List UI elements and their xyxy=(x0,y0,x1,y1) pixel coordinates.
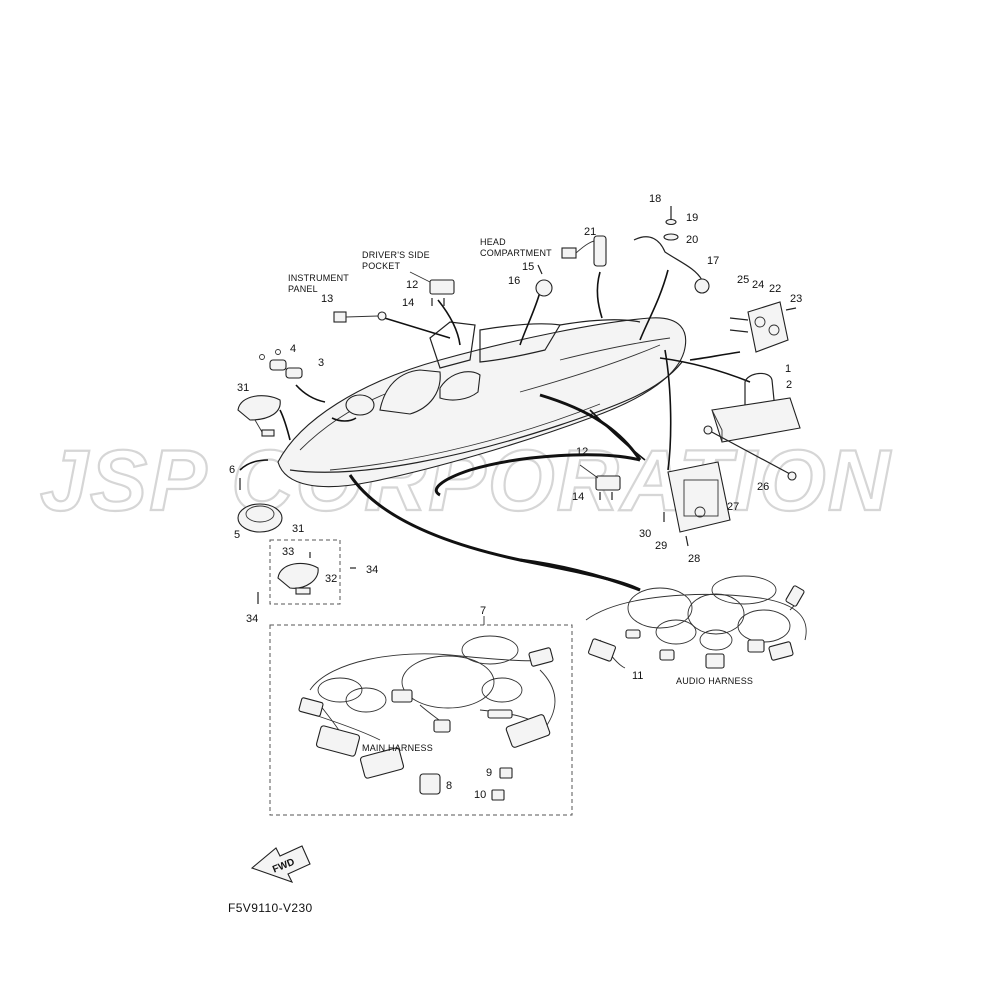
callout-33: 33 xyxy=(282,546,294,558)
callout-21: 21 xyxy=(584,226,596,238)
callout-27: 27 xyxy=(727,501,739,513)
leader-lines xyxy=(239,269,751,471)
callout-15: 15 xyxy=(522,261,534,273)
drivers-side-pocket-label-2: POCKET xyxy=(362,261,401,271)
boat-hull xyxy=(277,317,687,488)
callout-numbers: 1 2 3 4 5 6 7 8 9 10 11 12 12 13 14 14 1… xyxy=(229,193,802,801)
callout-13: 13 xyxy=(321,293,333,305)
instrument-panel-label-1: INSTRUMENT xyxy=(288,273,349,283)
callout-12-lower: 12 xyxy=(576,446,588,458)
audio-harness xyxy=(585,575,807,669)
diagram-code: F5V9110-V230 xyxy=(228,901,313,915)
callout-28: 28 xyxy=(688,553,700,565)
callout-11: 11 xyxy=(632,670,643,682)
callout-2: 2 xyxy=(786,379,792,391)
callout-1: 1 xyxy=(785,363,791,375)
callout-31-upper: 31 xyxy=(237,382,249,394)
callout-20: 20 xyxy=(686,234,698,246)
main-harness-box xyxy=(269,616,573,816)
audio-harness-label: AUDIO HARNESS xyxy=(676,676,753,686)
callout-5: 5 xyxy=(234,529,240,541)
callout-9: 9 xyxy=(486,767,492,779)
callout-8: 8 xyxy=(446,780,452,792)
head-compartment-label-2: COMPARTMENT xyxy=(480,248,552,258)
callout-6: 6 xyxy=(229,464,235,476)
callout-24: 24 xyxy=(752,279,764,291)
section-labels: INSTRUMENT PANEL DRIVER'S SIDE POCKET HE… xyxy=(288,237,753,753)
callout-30: 30 xyxy=(639,528,651,540)
callout-34-right: 34 xyxy=(366,564,378,576)
callout-18: 18 xyxy=(649,193,661,205)
instrument-panel-label-2: PANEL xyxy=(288,284,318,294)
callout-34-left: 34 xyxy=(246,613,258,625)
fwd-arrow: FWD xyxy=(250,845,311,883)
drivers-side-pocket-label-1: DRIVER'S SIDE xyxy=(362,250,430,260)
callout-19: 19 xyxy=(686,212,698,224)
callout-25: 25 xyxy=(737,274,749,286)
harness-wires xyxy=(348,393,642,592)
callout-10: 10 xyxy=(474,789,486,801)
callout-31-lower: 31 xyxy=(292,523,304,535)
callout-26: 26 xyxy=(757,481,769,493)
callout-23: 23 xyxy=(790,293,802,305)
callout-22: 22 xyxy=(769,283,781,295)
callout-16: 16 xyxy=(508,275,520,287)
parts-upper-left xyxy=(237,206,801,547)
callout-12-upper: 12 xyxy=(406,279,418,291)
head-compartment-label-1: HEAD xyxy=(480,237,506,247)
callout-29: 29 xyxy=(655,540,667,552)
callout-3: 3 xyxy=(318,357,324,369)
callout-14-upper: 14 xyxy=(402,297,414,309)
callout-7: 7 xyxy=(480,605,486,617)
callout-32: 32 xyxy=(325,573,337,585)
callout-4: 4 xyxy=(290,343,296,355)
callout-17: 17 xyxy=(707,255,719,267)
callout-14-lower: 14 xyxy=(572,491,584,503)
main-harness-label: MAIN HARNESS xyxy=(362,743,433,753)
light-assembly-box xyxy=(257,539,356,605)
